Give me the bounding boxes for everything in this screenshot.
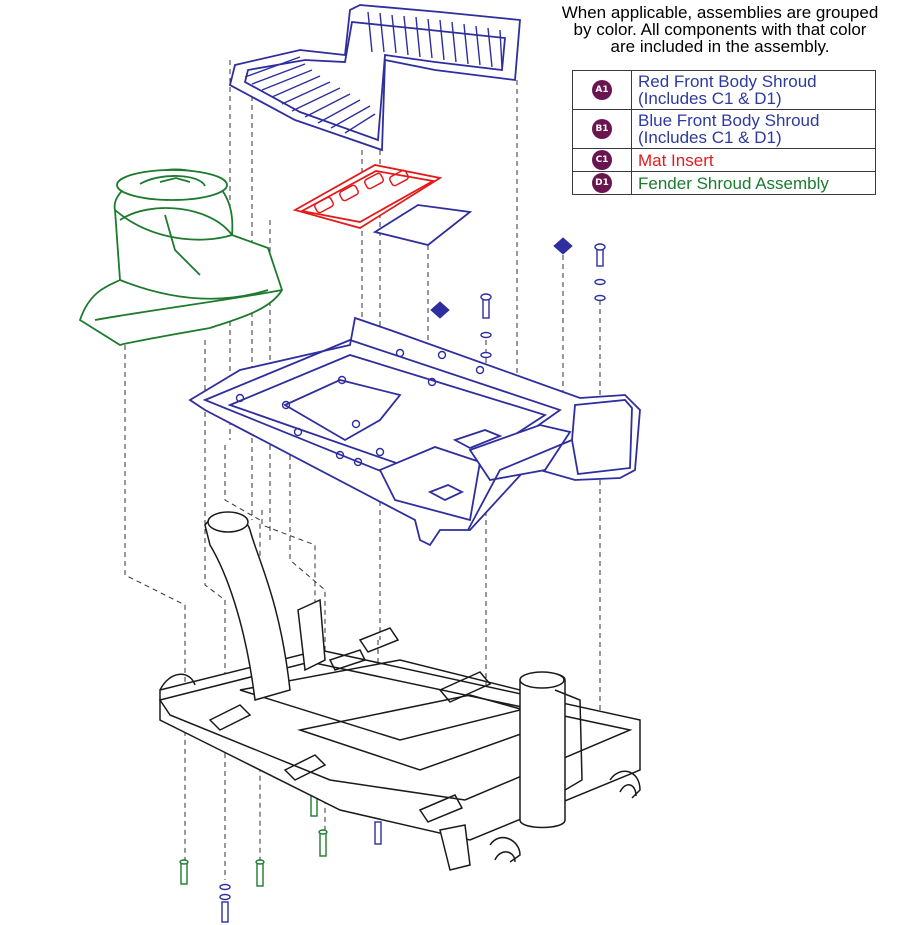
badge-b1: B1 <box>592 119 612 139</box>
badge-d1: D1 <box>592 173 612 193</box>
blue-grille-plate <box>228 4 521 152</box>
assembly-legend-table: A1 Red Front Body Shroud (Includes C1 & … <box>572 70 876 195</box>
badge-a1: A1 <box>592 80 612 100</box>
badge-c1: C1 <box>592 150 612 170</box>
legend-row-a1: A1 Red Front Body Shroud (Includes C1 & … <box>573 71 875 110</box>
blue-small-plate <box>372 204 473 246</box>
legend-text: Red Front Body Shroud (Includes C1 & D1) <box>638 72 817 108</box>
legend-row-c1: C1 Mat Insert <box>573 149 875 172</box>
legend-text: Fender Shroud Assembly <box>638 173 829 193</box>
blue-body-shroud <box>188 316 641 547</box>
legend-row-d1: D1 Fender Shroud Assembly <box>573 172 875 194</box>
legend-text: Blue Front Body Shroud (Includes C1 & D1… <box>638 111 820 147</box>
note-line: are included in the assembly. <box>610 37 830 56</box>
color-grouping-note: When applicable, assemblies are grouped … <box>520 4 920 55</box>
legend-text: Mat Insert <box>638 150 714 170</box>
red-mat-insert <box>292 164 443 229</box>
note-line: by color. All components with that color <box>573 20 867 39</box>
legend-row-b1: B1 Blue Front Body Shroud (Includes C1 &… <box>573 110 875 149</box>
note-line: When applicable, assemblies are grouped <box>561 3 879 22</box>
green-screws <box>179 789 328 887</box>
green-fender-shroud <box>78 168 283 346</box>
frame <box>158 511 641 871</box>
